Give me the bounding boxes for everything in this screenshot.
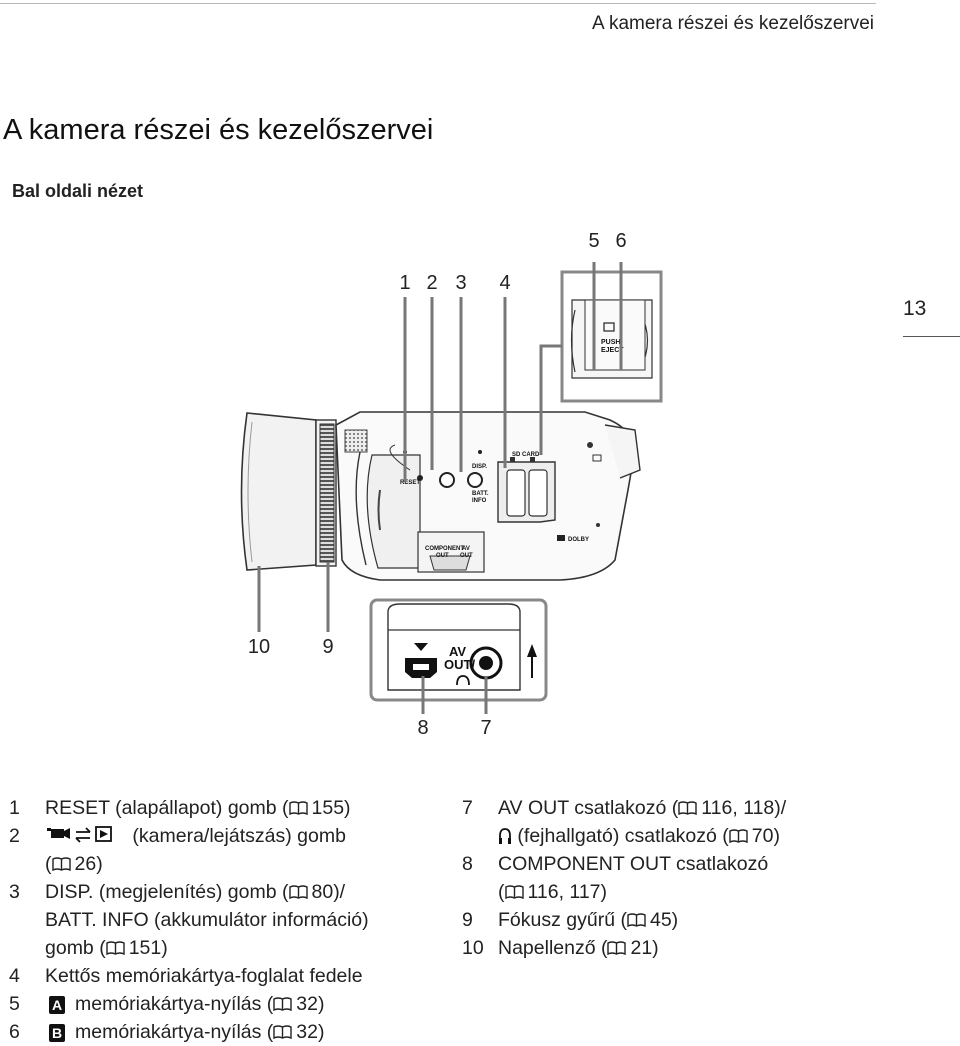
av-big-label: AV	[449, 644, 466, 659]
book-icon	[273, 997, 292, 1011]
book-icon	[627, 913, 646, 927]
card-slot-a-badge: A	[49, 996, 65, 1014]
book-icon	[106, 941, 125, 955]
component-label: COMPONENT	[425, 546, 464, 552]
lens-hood	[240, 412, 317, 571]
card-slot-inset: PUSH EJECT	[560, 270, 663, 403]
dolby-label: DOLBY	[568, 537, 589, 543]
legend-item-3-line3: gomb (151)	[45, 937, 168, 959]
legend-item-3-line2: BATT. INFO (akkumulátor információ)	[45, 909, 369, 931]
page-number: 13	[903, 297, 927, 320]
info-label: INFO	[472, 498, 487, 504]
book-icon	[729, 829, 748, 843]
callout-7: 7	[480, 717, 492, 739]
callout-8: 8	[417, 717, 429, 739]
out-label-2: OUT	[460, 553, 473, 559]
running-header: A kamera részei és kezelőszervei	[592, 13, 874, 34]
book-icon	[288, 801, 308, 815]
callout-2: 2	[426, 272, 438, 294]
callout-1: 1	[399, 272, 411, 294]
page-title: A kamera részei és kezelőszervei	[3, 114, 434, 146]
book-icon	[273, 1025, 292, 1039]
book-icon	[51, 857, 71, 871]
page-number-rule	[903, 336, 960, 337]
leader-lines	[257, 262, 623, 714]
callout-4: 4	[499, 272, 511, 294]
callout-5: 5	[588, 230, 600, 252]
camera-playback-icon	[47, 826, 112, 843]
av-label: AV	[462, 546, 470, 552]
batt-label: BATT.	[472, 491, 489, 497]
legend-item-8-line2: (116, 117)	[498, 881, 608, 903]
eject-label: EJECT	[601, 347, 624, 354]
push-label: PUSH	[601, 339, 620, 346]
headphone-icon	[499, 828, 511, 844]
book-icon	[504, 885, 524, 899]
callout-6: 6	[615, 230, 627, 252]
legend-item-2-cont: (26)	[45, 853, 103, 875]
legend-item-2: 2 (kamera/lejátszás) gomb	[9, 825, 346, 847]
reset-label: RESET	[400, 480, 420, 486]
callout-9: 9	[322, 636, 334, 658]
av-out-inset: AV OUT/	[369, 598, 548, 702]
focus-ring	[315, 419, 337, 567]
header-rule	[0, 3, 876, 4]
out-big-label: OUT/	[444, 657, 475, 672]
legend-item-7-line2: (fejhallgató) csatlakozó (70)	[462, 822, 786, 850]
out-label-1: OUT	[436, 553, 449, 559]
book-icon	[607, 941, 627, 955]
book-icon	[288, 885, 308, 899]
book-icon	[678, 801, 697, 815]
card-slot-b-badge: B	[49, 1024, 65, 1042]
disp-label: DISP.	[472, 464, 487, 470]
section-subtitle: Bal oldali nézet	[12, 181, 144, 201]
sd-card-label: SD CARD	[512, 452, 540, 458]
callout-3: 3	[455, 272, 467, 294]
callout-10: 10	[247, 636, 271, 658]
camera-left-side-diagram: RESET DISP. BATT. INFO SD CARD COMPONENT…	[240, 262, 663, 714]
